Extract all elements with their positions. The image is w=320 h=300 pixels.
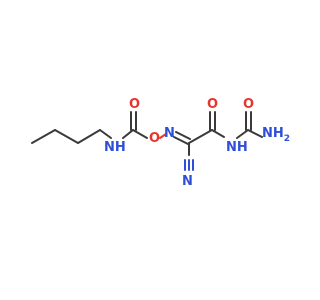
- bond-c4-n: [99, 129, 112, 139]
- bond-curea-nh2: [247, 129, 263, 138]
- atom-nh2-main: NH: [262, 126, 284, 141]
- bond-ccarb-oether: [132, 129, 148, 139]
- atom-o-amide: O: [207, 97, 218, 112]
- atom-nh2: NH2: [262, 126, 290, 144]
- atom-n-oxime: N: [164, 126, 175, 141]
- bond-n-c-double-a: [173, 136, 189, 145]
- atom-nh-butyl: NH: [104, 140, 126, 155]
- molecule-structure: O NH O N O NH O NH2 N: [31, 97, 290, 189]
- bond-c3-c4: [77, 129, 101, 144]
- bond-n-c-double-b: [175, 131, 191, 140]
- bond-oether-n: [159, 133, 167, 139]
- bond-camide-nh: [211, 129, 225, 138]
- atom-o-ether: O: [149, 131, 160, 146]
- bond-nh-curea: [236, 129, 249, 139]
- bond-c1-c2: [31, 129, 56, 144]
- atom-nh-urea: NH: [226, 140, 248, 155]
- atom-n-nitrile: N: [182, 174, 193, 189]
- atom-o-urea: O: [243, 97, 254, 112]
- atom-nh2-subscript: 2: [284, 134, 290, 144]
- bond-n-ccarb: [122, 129, 134, 139]
- bond-calpha-camide: [188, 129, 213, 144]
- atom-o-carbamate: O: [129, 97, 140, 112]
- bond-c2-c3: [54, 129, 79, 144]
